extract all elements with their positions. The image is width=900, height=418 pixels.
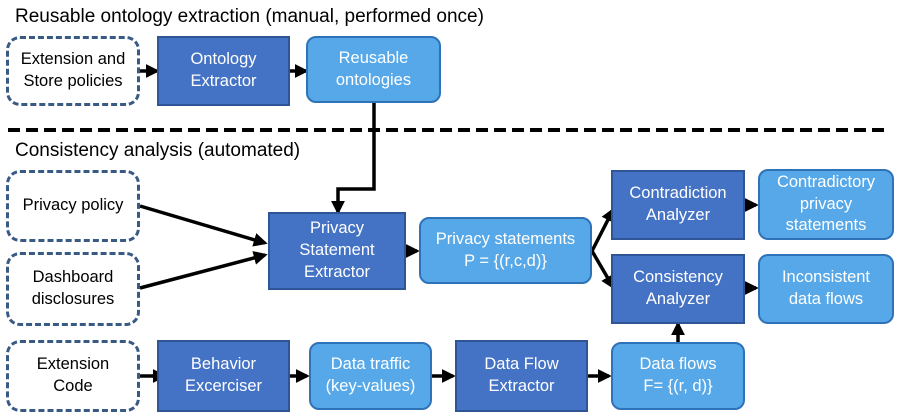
behavior-exerciser-box: Behavior Excerciser [157, 340, 290, 412]
contradiction-analyzer-box: Contradiction Analyzer [611, 170, 745, 240]
arrow-reusable-ontologies-to-statement-extractor [331, 103, 376, 215]
arrow-statements-to-consistency-analyzer [590, 250, 615, 290]
ontology-extractor-box: Ontology Extractor [157, 36, 290, 106]
extension-store-policies-box: Extension and Store policies [6, 36, 140, 106]
extension-code-box: Extension Code [6, 340, 140, 412]
consistency-analyzer-box: Consistency Analyzer [611, 254, 745, 324]
data-flows-box: Data flows F= {(r, d)} [611, 342, 745, 410]
reusable-ontologies-box: Reusable ontologies [306, 36, 441, 103]
data-flow-extractor-box: Data Flow Extractor [455, 340, 588, 412]
section-title-consistency-analysis: Consistency analysis (automated) [15, 140, 301, 161]
section-title-ontology-extraction: Reusable ontology extraction (manual, pe… [15, 6, 484, 27]
inconsistent-data-flows-box: Inconsistent data flows [758, 254, 894, 324]
privacy-policy-box: Privacy policy [6, 170, 140, 242]
data-traffic-box: Data traffic (key-values) [309, 342, 432, 410]
dashboard-disclosures-box: Dashboard disclosures [6, 252, 140, 326]
contradictory-statements-box: Contradictory privacy statements [758, 169, 894, 240]
arrow-dashboard-to-statement-extractor [139, 251, 268, 290]
arrow-statements-to-contradiction-analyzer [590, 207, 615, 252]
privacy-statements-box: Privacy statements P = {(r,c,d)} [419, 217, 592, 284]
arrow-privacy-policy-to-statement-extractor [139, 204, 268, 247]
privacy-statement-extractor-box: Privacy Statement Extractor [268, 212, 406, 290]
